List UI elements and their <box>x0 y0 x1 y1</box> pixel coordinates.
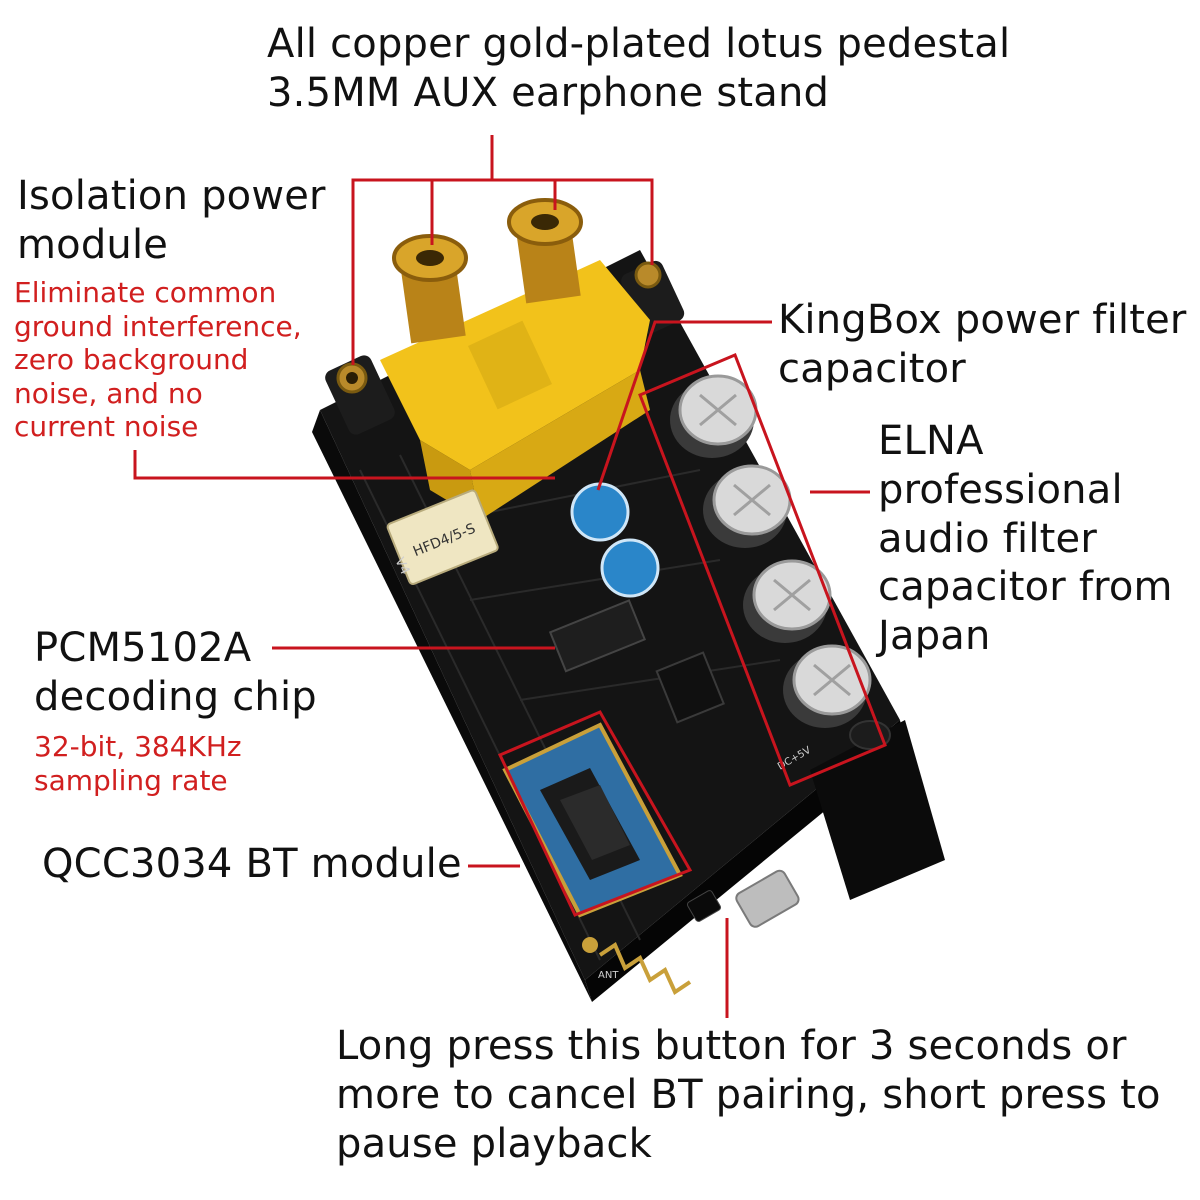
pcm5102a-chip <box>548 599 647 673</box>
elna-callout-label: ELNA professional audio filter capacitor… <box>878 418 1173 660</box>
rca-connector-left <box>392 234 468 344</box>
highlight-frames <box>497 353 887 917</box>
version-marking: V4 <box>391 555 412 577</box>
isolation-callout-label: Isolation power module <box>17 173 326 268</box>
pairing-button <box>686 890 722 922</box>
kingbox-callout-label: KingBox power filter capacitor <box>778 297 1187 392</box>
kingbox-callout-line <box>596 320 772 491</box>
rca-connector-right <box>507 198 583 304</box>
usb-c-port <box>735 869 800 928</box>
pcb-antenna <box>582 937 692 995</box>
elna-highlight-frame <box>638 353 887 787</box>
qcc-highlight-frame <box>497 710 693 917</box>
antenna-marking: ANT <box>598 970 619 981</box>
isolation-callout-detail: Eliminate common ground interference, ze… <box>14 276 302 444</box>
button-callout-label: Long press this button for 3 seconds or … <box>336 1023 1161 1167</box>
isolation-callout-line <box>133 450 555 480</box>
aux-callout-label: All copper gold-plated lotus pedestal 3.… <box>267 21 1011 116</box>
elna-capacitors <box>670 374 872 728</box>
voltage-regulator <box>655 651 725 724</box>
headphone-jack-left <box>325 355 395 435</box>
pcm-callout-detail: 32-bit, 384KHz sampling rate <box>34 730 242 797</box>
relay: HFD4/5-S <box>386 489 499 585</box>
callout-lines <box>133 135 870 1018</box>
dc-power-jack <box>810 720 945 900</box>
qcc-callout-label: QCC3034 BT module <box>42 841 462 887</box>
pcm-callout-label: PCM5102A decoding chip <box>34 625 317 720</box>
rca-housing <box>380 260 650 520</box>
